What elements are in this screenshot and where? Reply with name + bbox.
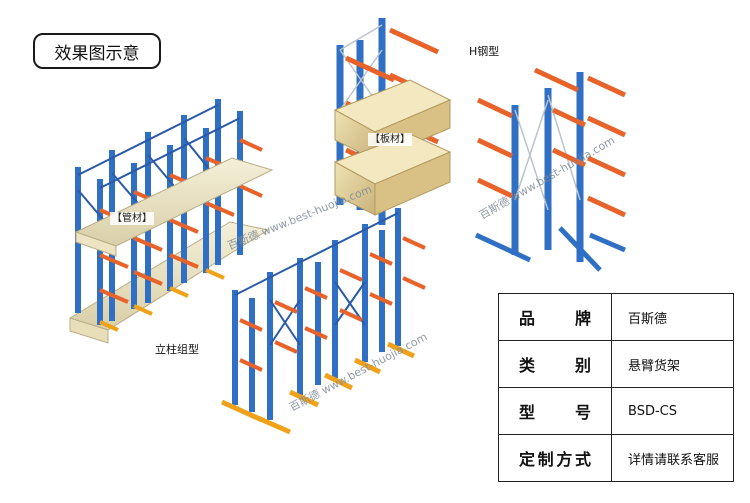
spec-value: 百斯德 [611, 293, 734, 341]
spec-table: 品 牌 百斯德 类 别 悬臂货架 型 号 BSD-CS 定制方式 详情请联系客服 [498, 293, 734, 482]
spec-key: 类 别 [498, 340, 612, 388]
spec-value: 悬臂货架 [611, 340, 734, 388]
spec-row-brand: 品 牌 百斯德 [498, 293, 734, 341]
column-group-arms [239, 236, 426, 372]
spec-row-model: 型 号 BSD-CS [498, 387, 734, 435]
title-box: 效果图示意 [33, 33, 161, 69]
page-title: 效果图示意 [54, 43, 140, 64]
spec-value: BSD-CS [611, 387, 734, 435]
h-steel-rack-arms [476, 67, 627, 218]
label-h-steel: H钢型 [466, 44, 503, 60]
spec-row-customization: 定制方式 详情请联系客服 [498, 434, 734, 482]
column-group-rack [220, 208, 426, 435]
h-steel-rack [474, 67, 627, 272]
spec-key: 品 牌 [498, 293, 612, 341]
spec-key: 型 号 [498, 387, 612, 435]
label-cargo-boards: 【板材】 [368, 133, 412, 146]
spec-key: 定制方式 [498, 434, 612, 482]
label-cargo-pipes: 【管材】 [110, 212, 154, 225]
label-column-group: 立柱组型 [152, 342, 202, 358]
spec-row-category: 类 别 悬臂货架 [498, 340, 734, 388]
spec-value: 详情请联系客服 [611, 434, 734, 482]
pipe-rack [68, 99, 274, 344]
